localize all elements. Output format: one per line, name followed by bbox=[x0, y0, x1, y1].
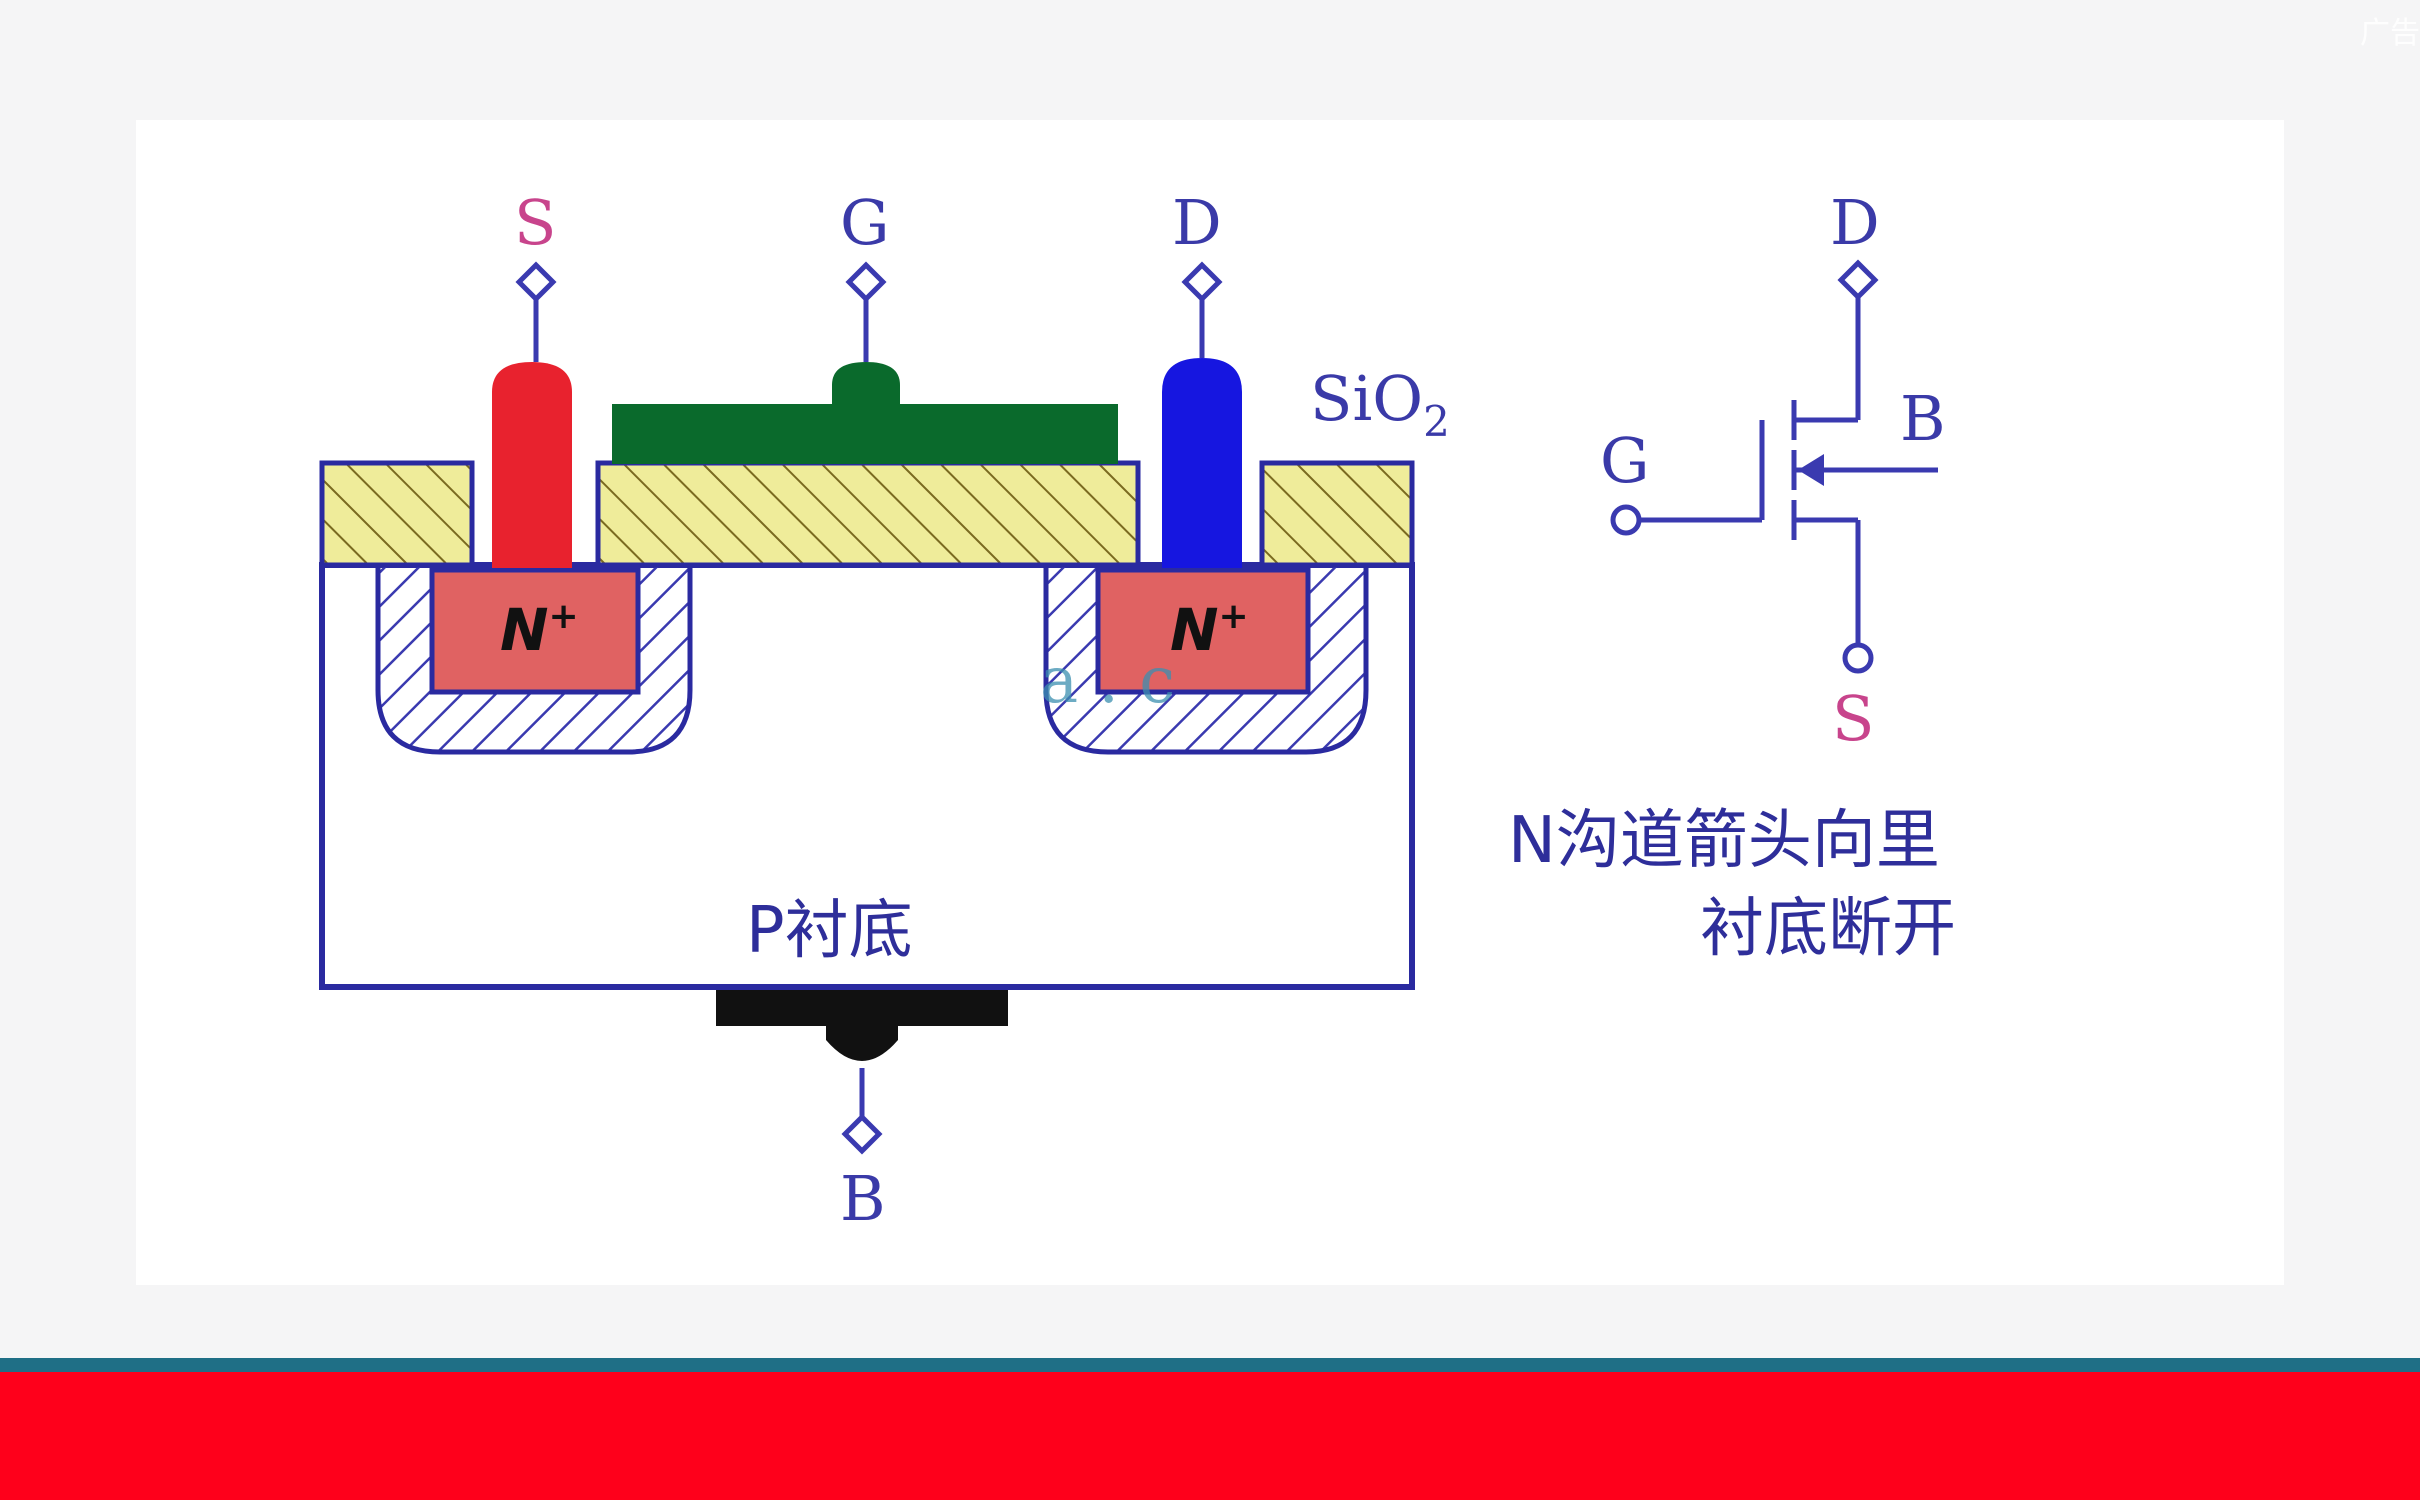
watermark-text: a . c bbox=[1040, 644, 1175, 718]
source-label: S bbox=[514, 186, 556, 259]
symbol-source-label: S bbox=[1832, 682, 1874, 755]
substrate-label: P衬底 bbox=[746, 894, 913, 968]
source-electrode bbox=[492, 362, 572, 568]
drain-label: D bbox=[1172, 186, 1222, 259]
oxide-segment-right bbox=[1259, 460, 1415, 568]
body-contact bbox=[826, 1020, 898, 1061]
drain-terminal-icon bbox=[1181, 261, 1223, 303]
n-plus-region-left bbox=[429, 567, 641, 695]
symbol-source-terminal-icon bbox=[1842, 642, 1874, 674]
symbol-drain-label: D bbox=[1830, 186, 1880, 259]
symbol-drain-terminal-icon bbox=[1837, 259, 1879, 301]
oxide-segment-middle bbox=[595, 460, 1141, 568]
bottom-bar bbox=[0, 1372, 2420, 1500]
symbol-arrow-icon bbox=[1798, 454, 1824, 486]
gate-label: G bbox=[840, 186, 890, 259]
drain-electrode bbox=[1162, 358, 1242, 568]
body-terminal-icon bbox=[841, 1113, 883, 1155]
symbol-body-label: B bbox=[1900, 382, 1946, 455]
n-plus-right-label: N+ bbox=[1170, 596, 1249, 664]
n-plus-region-right bbox=[1095, 567, 1311, 695]
bottom-stripe bbox=[0, 1358, 2420, 1372]
oxide-segment-left bbox=[319, 460, 475, 568]
n-plus-left-label: N+ bbox=[500, 596, 579, 664]
symbol-gate-label: G bbox=[1600, 424, 1650, 497]
body-label: B bbox=[840, 1162, 886, 1235]
symbol-gate-terminal-icon bbox=[1610, 504, 1642, 536]
oxide-label: SiO2 bbox=[1310, 362, 1450, 446]
symbol-caption-line1: N沟道箭头向里 bbox=[1508, 804, 1940, 878]
source-terminal-icon bbox=[515, 261, 557, 303]
corner-ad-label: 广告 bbox=[2360, 16, 2420, 51]
gate-contact bbox=[832, 362, 900, 408]
gate-electrode bbox=[612, 404, 1118, 464]
gate-terminal-icon bbox=[845, 261, 887, 303]
symbol-caption-line2: 衬底断开 bbox=[1700, 892, 1956, 966]
